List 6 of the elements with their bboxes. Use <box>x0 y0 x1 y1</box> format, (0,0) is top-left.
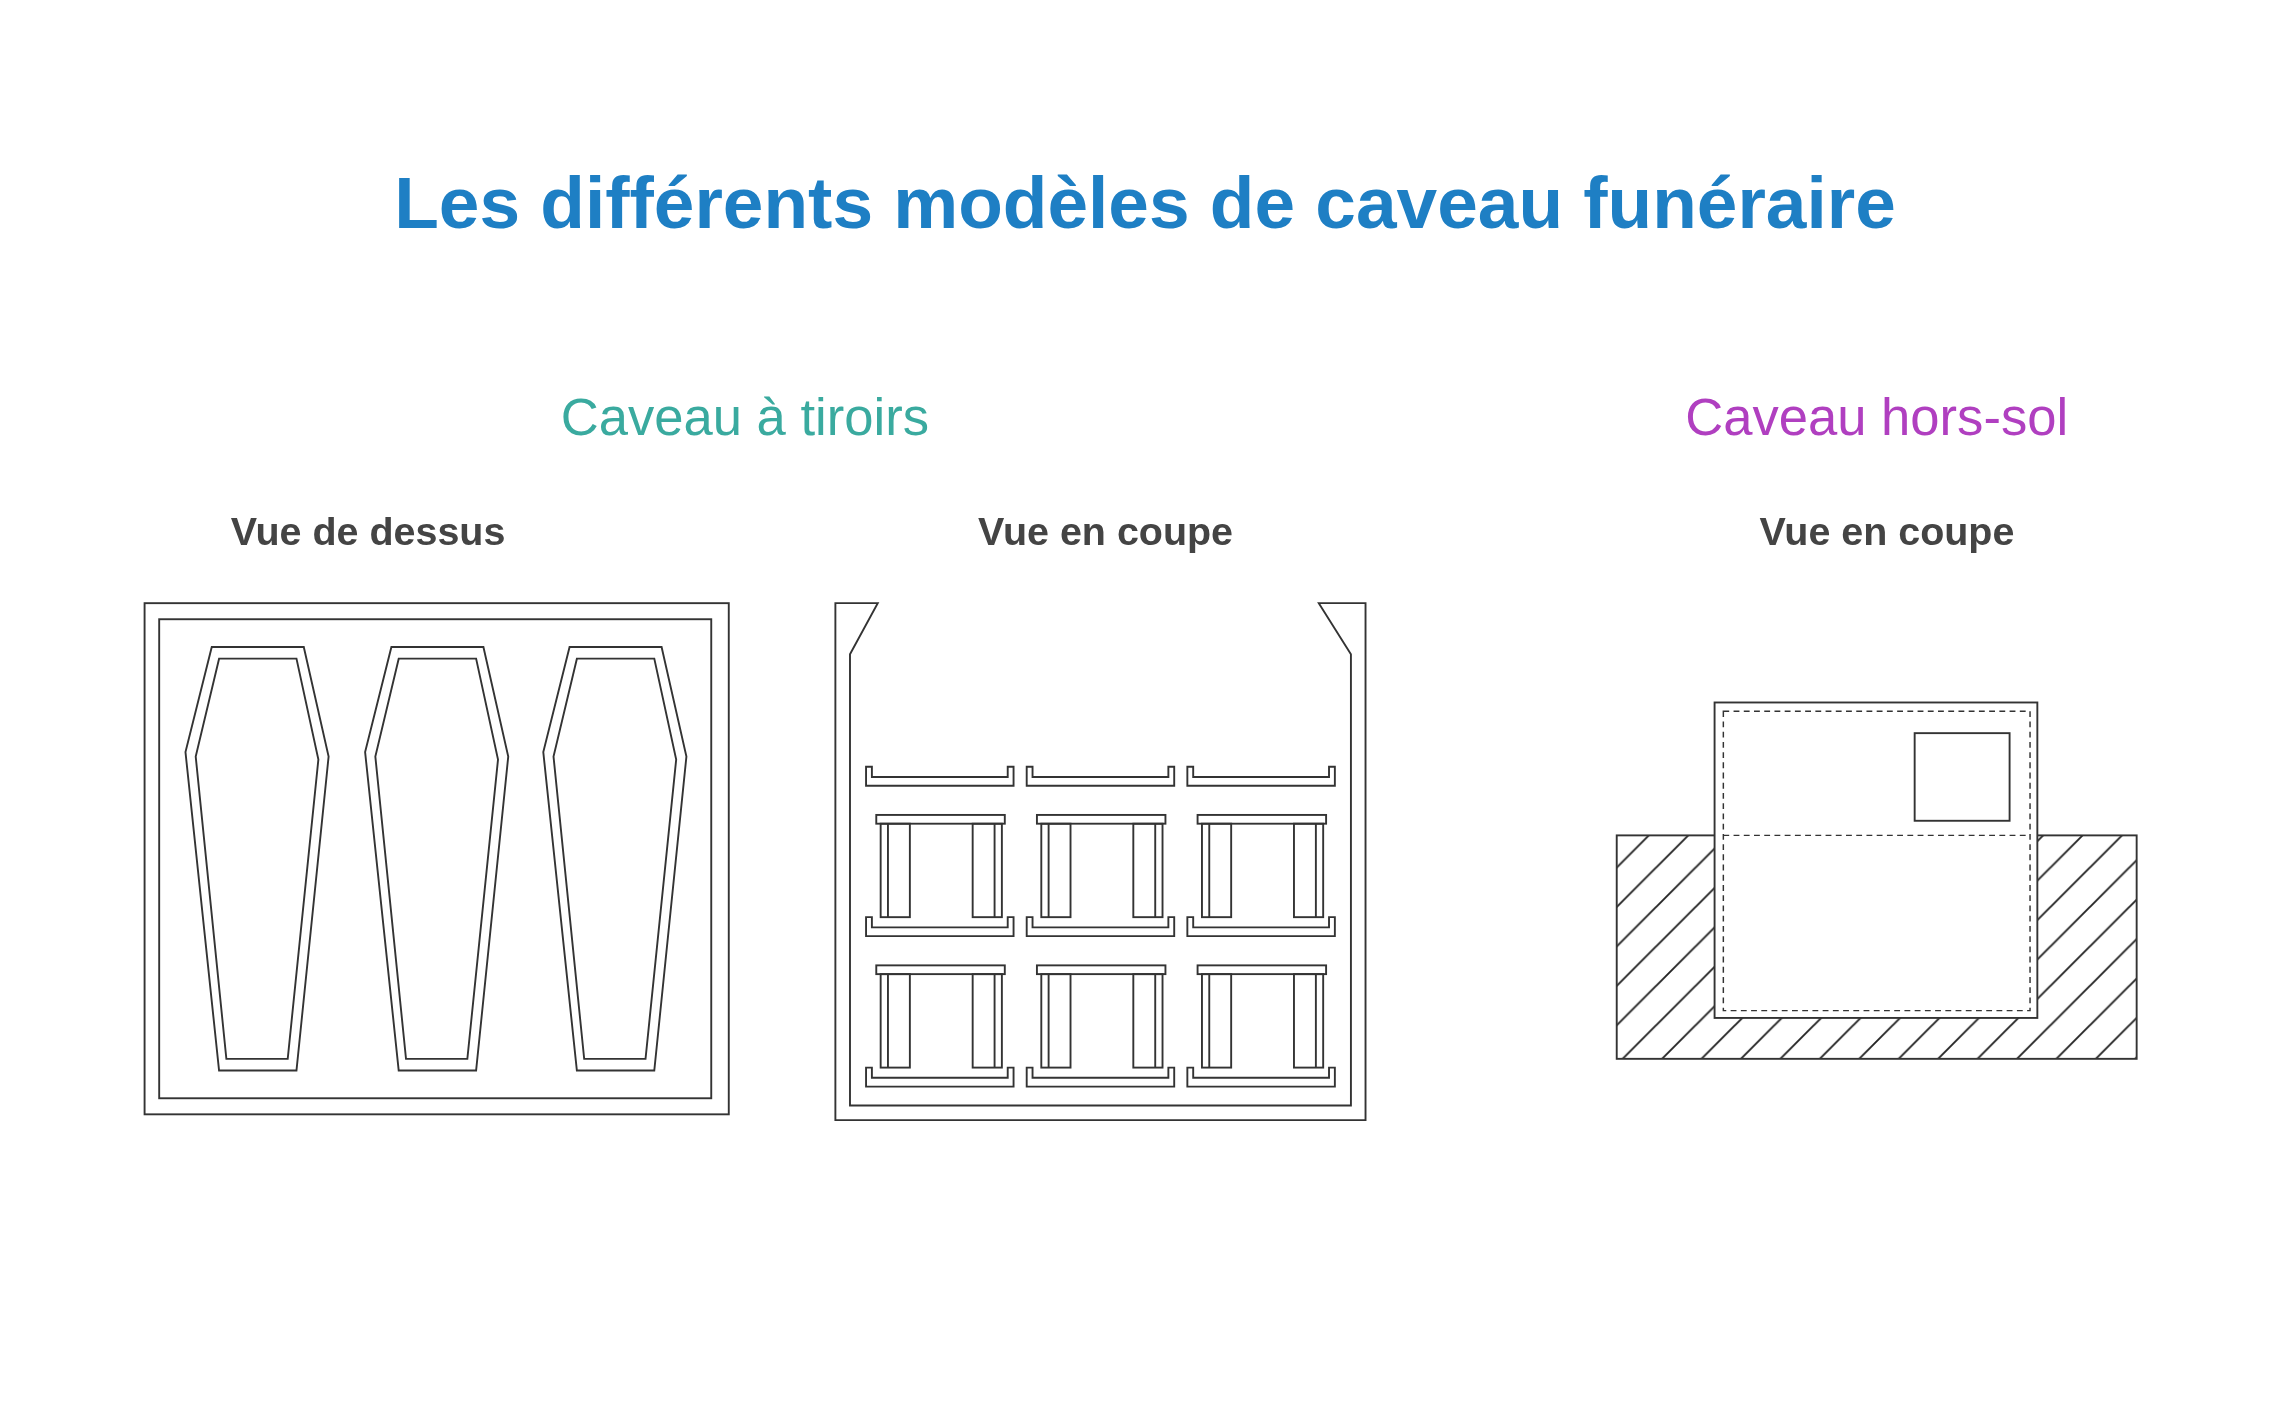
section-heading: Caveau hors-sol <box>1685 388 2069 447</box>
view-caption: Vue en coupe <box>1759 511 2015 555</box>
section-heading: Caveau à tiroirs <box>560 388 929 447</box>
page-title: Les différents modèles de caveau funéraire <box>394 163 1896 244</box>
view-caption: Vue de dessus <box>230 511 506 555</box>
view-caption: Vue en coupe <box>978 511 1234 555</box>
